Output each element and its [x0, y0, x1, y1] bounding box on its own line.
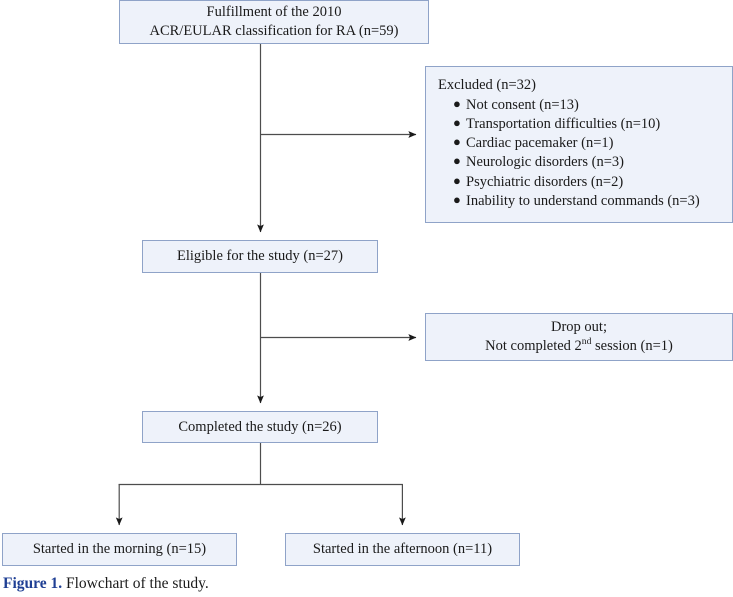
node-fulfillment-line2: ACR/EULAR classification for RA (n=59) — [149, 23, 399, 39]
bullet-icon: ● — [453, 172, 461, 188]
figure-caption-text: Flowchart of the study. — [62, 575, 209, 592]
list-item: ● Psychiatric disorders (n=2) — [453, 173, 700, 192]
node-afternoon-label: Started in the afternoon (n=11) — [312, 541, 493, 558]
list-item-label: Transportation difficulties (n=10) — [466, 115, 661, 132]
node-dropout-line2-pre: Not completed 2 — [485, 338, 582, 354]
list-item: ● Inability to understand commands (n=3) — [453, 192, 700, 211]
node-morning-label: Started in the morning (n=15) — [32, 541, 207, 558]
node-dropout-ordinal-suffix: nd — [581, 336, 592, 348]
list-item-label: Cardiac pacemaker (n=1) — [466, 135, 614, 152]
bullet-icon: ● — [453, 191, 461, 207]
list-item: ● Cardiac pacemaker (n=1) — [453, 134, 700, 153]
node-dropout-line1: Drop out; — [551, 319, 607, 336]
node-afternoon: Started in the afternoon (n=11) — [285, 533, 520, 566]
node-eligible: Eligible for the study (n=27) — [142, 240, 378, 273]
list-item-label: Psychiatric disorders (n=2) — [466, 173, 624, 190]
figure-number: Figure 1. — [3, 575, 63, 592]
node-morning: Started in the morning (n=15) — [2, 533, 237, 566]
bullet-icon: ● — [453, 114, 461, 130]
list-item-label: Inability to understand commands (n=3) — [466, 192, 700, 209]
figure-caption: Figure 1. Flowchart of the study. — [3, 575, 603, 593]
node-dropout-line2-post: session (n=1) — [591, 338, 673, 354]
list-item: ● Transportation difficulties (n=10) — [453, 115, 700, 134]
node-dropout: Drop out; Not completed 2nd session (n=1… — [425, 313, 733, 361]
node-excluded-list: ● Not consent (n=13) ● Transportation di… — [436, 96, 700, 212]
node-fulfillment-line1: Fulfillment of the 2010 — [206, 4, 342, 21]
list-item-label: Neurologic disorders (n=3) — [466, 154, 624, 171]
bullet-icon: ● — [453, 153, 461, 169]
node-eligible-label: Eligible for the study (n=27) — [176, 248, 344, 265]
node-dropout-line2: Not completed 2nd session (n=1) — [485, 337, 673, 356]
node-excluded-heading: Excluded (n=32) — [438, 77, 536, 93]
list-item: ● Neurologic disorders (n=3) — [453, 153, 700, 172]
list-item-label: Not consent (n=13) — [466, 96, 579, 113]
node-completed-label: Completed the study (n=26) — [178, 418, 342, 435]
bullet-icon: ● — [453, 95, 461, 111]
list-item: ● Not consent (n=13) — [453, 96, 700, 115]
bullet-icon: ● — [453, 134, 461, 150]
node-excluded: Excluded (n=32) ● Not consent (n=13) ● T… — [425, 66, 733, 223]
node-fulfillment: Fulfillment of the 2010 ACR/EULAR classi… — [119, 0, 429, 44]
node-completed: Completed the study (n=26) — [142, 411, 378, 443]
